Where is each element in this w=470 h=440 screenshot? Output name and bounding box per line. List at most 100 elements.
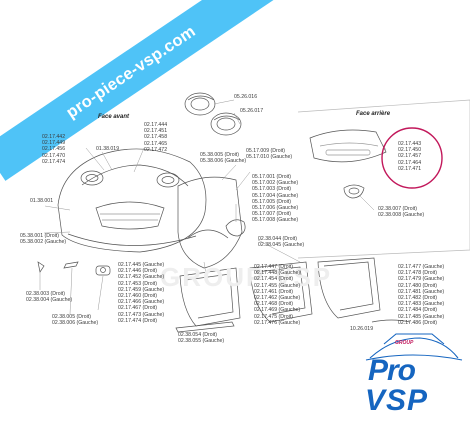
callout-fog-grille: 05.38.001 (Droit) 05.38.002 (Gauche) xyxy=(20,233,66,245)
part-number: 02.17.447 (Droit) xyxy=(254,264,293,270)
part-number: 02.38.007 (Droit) xyxy=(378,206,417,212)
callout-grille-mid: 01.38.019 xyxy=(96,146,119,152)
part-number: 02.17.468 (Droit) xyxy=(254,301,293,308)
part-number: 02.17.445 (Gauche) xyxy=(118,262,165,268)
part-number: 02.17.484 (Droit) xyxy=(398,307,437,314)
part-number: 02.38.003 (Droit) xyxy=(26,291,65,297)
mirror xyxy=(225,219,246,237)
part-number: 02.17.461 (Droit) xyxy=(254,288,293,295)
fender xyxy=(177,176,243,269)
part-number: 10.26.019 xyxy=(350,326,374,332)
callout-roof-trim: 10.26.019 xyxy=(350,326,373,332)
part-number: 02.17.462 (Gauche) xyxy=(254,294,301,301)
callout-bumper-center: 02.17.444 02.17.451 02.17.458 02.17.465 … xyxy=(144,122,167,153)
watermark: GROUP VSP xyxy=(160,262,333,292)
part-number: 02.17.471 xyxy=(398,165,422,172)
callout-headlamps-second: 05.26.017 xyxy=(240,108,263,114)
part-number: 02.17.477 (Gauche) xyxy=(398,264,445,270)
logo-vsp-text: VSP xyxy=(365,384,429,417)
car-front-body xyxy=(57,148,207,253)
door-right xyxy=(317,257,381,319)
part-number: 02.17.449 xyxy=(42,140,66,147)
part-number: 02.38.006 (Gauche) xyxy=(52,320,99,327)
part-number: 05.17.006 (Gauche) xyxy=(252,204,299,211)
part-number: 05.17.002 (Gauche) xyxy=(252,180,299,187)
part-number: 02.17.475 (Droit) xyxy=(254,313,293,320)
part-number: 02.17.450 xyxy=(398,147,422,154)
part-number: 05.17.003 (Droit) xyxy=(252,186,291,193)
part-number: 02.17.481 (Gauche) xyxy=(398,288,445,295)
callout-mirror: 05.38.005 (Droit) 05.38.006 (Gauche) xyxy=(200,152,246,164)
headlamp-upper xyxy=(184,92,216,116)
part-number: 05.38.001 (Droit) xyxy=(20,233,59,239)
rear-reflector xyxy=(343,184,365,199)
logo-pro-text: Pro xyxy=(368,354,416,387)
callout-door-trim: 02.38.044 (Droit) 02.38.045 (Gauche) xyxy=(258,236,304,248)
part-number: 02.17.453 (Droit) xyxy=(118,280,157,287)
part-number: 02.17.460 (Droit) xyxy=(118,292,157,299)
part-number: 02.17.482 (Droit) xyxy=(398,294,437,301)
rear-bumper xyxy=(309,129,387,163)
callout-side-small: 01.38.001 xyxy=(30,198,53,204)
part-number: 02.38.045 (Gauche) xyxy=(258,242,305,249)
rear-panel-frame xyxy=(297,99,470,259)
small-parts xyxy=(37,261,111,276)
logo-group-text: GROUP xyxy=(395,340,414,346)
sill-trim xyxy=(175,321,235,333)
part-number: 02.17.455 (Gauche) xyxy=(254,282,301,289)
part-number: 02.17.472 xyxy=(144,146,168,153)
part-number: 02.17.446 (Droit) xyxy=(118,268,157,275)
callout-door-right: 02.17.477 (Gauche) 02.17.478 (Droit) 02.… xyxy=(398,264,444,326)
part-number: 02.17.470 xyxy=(42,152,66,159)
part-number: 02.38.054 (Droit) xyxy=(178,332,217,338)
part-number: 05.17.008 (Gauche) xyxy=(252,217,299,224)
part-number: 05.17.007 (Droit) xyxy=(252,211,291,218)
part-number: 02.17.458 xyxy=(144,134,168,141)
door-middle xyxy=(249,261,313,323)
part-number: 02.17.452 (Gauche) xyxy=(118,274,165,281)
part-number: 02.17.466 (Gauche) xyxy=(118,299,165,306)
part-number: 02.17.465 xyxy=(144,140,168,147)
callout-small-trim: 02.38.003 (Droit) 02.38.004 (Gauche) xyxy=(26,291,72,303)
part-number: 05.17.009 (Droit) xyxy=(246,148,285,154)
headlamp-lower xyxy=(210,112,242,136)
part-number: 02.17.448 (Gauche) xyxy=(254,270,301,277)
part-number: 05.38.005 (Droit) xyxy=(200,152,239,158)
part-number: 02.17.480 (Droit) xyxy=(398,282,437,289)
callout-bumper-left: 02.17.442 02.17.449 02.17.456 02.17.470 … xyxy=(42,134,65,165)
part-number: 01.38.019 xyxy=(96,146,120,152)
callout-door-middle: 02.17.447 (Droit) 02.17.448 (Gauche) 02.… xyxy=(254,264,300,326)
part-number: 02.17.443 xyxy=(398,141,422,147)
part-number: 02.17.442 xyxy=(42,134,66,140)
part-number: 02.17.476 (Gauche) xyxy=(254,319,301,326)
part-number: 02.17.451 xyxy=(144,128,168,135)
door-front xyxy=(179,267,241,327)
logo-car-icon xyxy=(365,333,463,361)
provsp-logo: GROUP Pro VSP xyxy=(346,330,466,435)
part-number: 05.17.005 (Droit) xyxy=(252,198,291,205)
part-number: 02.17.473 (Gauche) xyxy=(118,311,165,318)
part-number: 02.17.483 (Gauche) xyxy=(398,301,445,308)
part-number: 05.17.001 (Droit) xyxy=(252,174,291,180)
part-number: 02.38.004 (Gauche) xyxy=(26,297,73,304)
section-front-label: Face avant xyxy=(98,114,130,120)
part-number: 05.17.004 (Gauche) xyxy=(252,192,299,199)
part-number: 02.38.008 (Gauche) xyxy=(378,212,425,219)
part-number: 02.17.469 (Gauche) xyxy=(254,307,301,314)
callout-rear-bumper: 02.17.443 02.17.450 02.17.457 02.17.464 … xyxy=(398,141,421,172)
part-number: 05.17.010 (Gauche) xyxy=(246,154,293,161)
leader-lines xyxy=(39,99,387,315)
part-number: 02.17.474 (Droit) xyxy=(118,317,157,324)
part-number: 02.17.464 xyxy=(398,159,422,166)
part-number: 02.38.055 (Gauche) xyxy=(178,338,225,345)
part-number: 02.17.478 (Droit) xyxy=(398,270,437,277)
callout-headlamps-top: 05.26.016 xyxy=(234,94,257,100)
part-number: 05.26.016 xyxy=(234,94,258,100)
part-number: 02.17.454 (Droit) xyxy=(254,276,293,283)
part-number: 02.17.459 (Gauche) xyxy=(118,286,165,293)
part-number: 02.38.044 (Droit) xyxy=(258,236,297,242)
callout-fender-list: 05.17.001 (Droit) 05.17.002 (Gauche) 05.… xyxy=(252,174,298,224)
part-number: 01.38.001 xyxy=(30,198,54,204)
